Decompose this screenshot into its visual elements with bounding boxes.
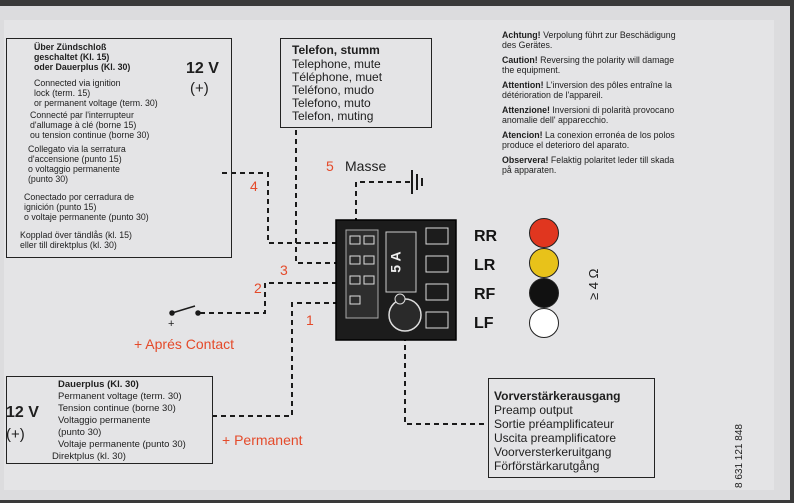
channel-rf-label: RF xyxy=(474,286,496,303)
ignition-title-2: geschaltet (Kl. 15) xyxy=(34,52,110,62)
permanent-line-3: (punto 30) xyxy=(58,427,102,438)
permanent-line-0: Permanent voltage (term. 30) xyxy=(58,391,182,402)
warning-2-b: détérioration de l'appareil. xyxy=(502,90,603,100)
warning-2: Attention! L'inversion des pôles entraîn… xyxy=(502,80,672,90)
permanent-line-2: Voltaggio permanente xyxy=(58,415,151,426)
permanent-box xyxy=(6,376,213,464)
ignition-line-7: d'accensione (punto 15) xyxy=(28,154,122,164)
ignition-line-9: (punto 30) xyxy=(28,174,69,184)
channel-rr-label: RR xyxy=(474,228,498,245)
ignition-line-1: lock (term. 15) xyxy=(34,88,91,98)
preamp-line-3: Voorversterkeruitgang xyxy=(494,445,612,459)
masse-label: Masse xyxy=(345,158,387,174)
warning-5: Observera! Felaktig polaritet leder till… xyxy=(502,155,675,165)
warning-3: Attenzione! Inversioni di polarità provo… xyxy=(502,105,675,115)
wire-3 xyxy=(295,130,340,264)
ignition-line-6: Collegato via la serratura xyxy=(28,144,126,154)
channel-lr-dot xyxy=(529,248,559,278)
permanent-label: + Permanent xyxy=(222,432,303,448)
ignition-line-14: eller till direktplus (kl. 30) xyxy=(20,240,117,250)
telephone-line-0: Telephone, mute xyxy=(292,57,381,71)
wire-number-2: 2 xyxy=(254,280,262,296)
telephone-line-2: Teléfono, mudo xyxy=(292,83,375,97)
permanent-voltage: 12 V xyxy=(6,404,39,421)
ground-symbol xyxy=(411,170,423,194)
ignition-line-5: ou tension continue (borne 30) xyxy=(30,130,150,140)
channel-rr-dot xyxy=(529,218,559,248)
ignition-line-8: o voltaggio permanente xyxy=(28,164,120,174)
fuse-label: 5 A xyxy=(387,251,404,273)
telephone-box xyxy=(280,38,432,128)
preamp-line-0: Preamp output xyxy=(494,403,573,417)
ignition-line-12: o voltaje permanente (punto 30) xyxy=(24,212,149,222)
impedance-label: ≥ 4 Ω xyxy=(586,268,601,300)
wire-number-1: 1 xyxy=(306,312,314,328)
warning-3-b: anomalie dell' apparecchio. xyxy=(502,115,609,125)
wire-number-4: 4 xyxy=(250,178,258,194)
ignition-polarity: (+) xyxy=(190,80,209,97)
ignition-line-10: Conectado por cerradura de xyxy=(24,192,135,202)
permanent-title: Dauerplus (Kl. 30) xyxy=(58,379,139,390)
telephone-title: Telefon, stumm xyxy=(292,43,380,57)
permanent-polarity: (+) xyxy=(6,426,25,443)
warning-1-b: the equipment. xyxy=(502,65,561,75)
ignition-title-3: oder Dauerplus (Kl. 30) xyxy=(34,62,131,72)
warning-0: Achtung! Verpolung führt zur Beschädigun… xyxy=(502,30,676,40)
channel-lf-dot xyxy=(529,308,559,338)
permanent-line-4: Voltaje permanente (punto 30) xyxy=(58,439,186,450)
ignition-line-2: or permanent voltage (term. 30) xyxy=(34,98,158,108)
warning-0-b: des Gerätes. xyxy=(502,40,553,50)
telephone-line-1: Téléphone, muet xyxy=(292,70,383,84)
apres-contact-label: + Aprés Contact xyxy=(134,336,235,352)
telephone-line-3: Telefono, muto xyxy=(292,96,371,110)
ignition-line-13: Kopplad över tändlås (kl. 15) xyxy=(20,230,132,240)
permanent-line-1: Tension continue (borne 30) xyxy=(58,403,176,414)
warning-4: Atencion! La conexion erronéa de los pol… xyxy=(502,130,675,140)
ignition-line-11: ignición (punto 15) xyxy=(24,202,97,212)
wire-4 xyxy=(222,172,340,244)
permanent-line-5: Direktplus (kl. 30) xyxy=(52,451,126,462)
warning-4-b: produce el deterioro del aparato. xyxy=(502,140,630,150)
wire-5-masse xyxy=(355,181,412,232)
switch-symbol xyxy=(169,305,201,316)
channel-lr-label: LR xyxy=(474,257,496,274)
switch-plus: + xyxy=(168,318,175,330)
preamp-line-1: Sortie préamplificateur xyxy=(494,417,615,431)
ignition-line-0: Connected via ignition xyxy=(34,78,121,88)
wire-1 xyxy=(212,302,340,417)
ignition-box xyxy=(6,38,232,258)
ignition-voltage: 12 V xyxy=(186,60,219,77)
preamp-box xyxy=(488,378,655,478)
preamp-title: Vorverstärkerausgang xyxy=(494,389,621,403)
ignition-title-1: Über Zündschloß xyxy=(34,42,107,52)
ignition-line-4: d'allumage à clé (borne 15) xyxy=(30,120,137,130)
telephone-line-4: Telefon, muting xyxy=(292,109,374,123)
preamp-line-4: Förförstärkarutgång xyxy=(494,459,600,473)
part-number: 8 631 121 848 xyxy=(734,424,745,488)
wire-2 xyxy=(200,282,340,314)
preamp-line-2: Uscita preamplificatore xyxy=(494,431,617,445)
ignition-line-3: Connecté par l'interrupteur xyxy=(30,110,134,120)
connector-block xyxy=(335,219,457,341)
warning-5-b: på apparaten. xyxy=(502,165,557,175)
channel-rf-dot xyxy=(529,278,559,308)
channel-lf-label: LF xyxy=(474,315,494,332)
masse-number: 5 xyxy=(326,158,334,174)
warning-1: Caution! Reversing the polarity will dam… xyxy=(502,55,675,65)
wire-number-3: 3 xyxy=(280,262,288,278)
